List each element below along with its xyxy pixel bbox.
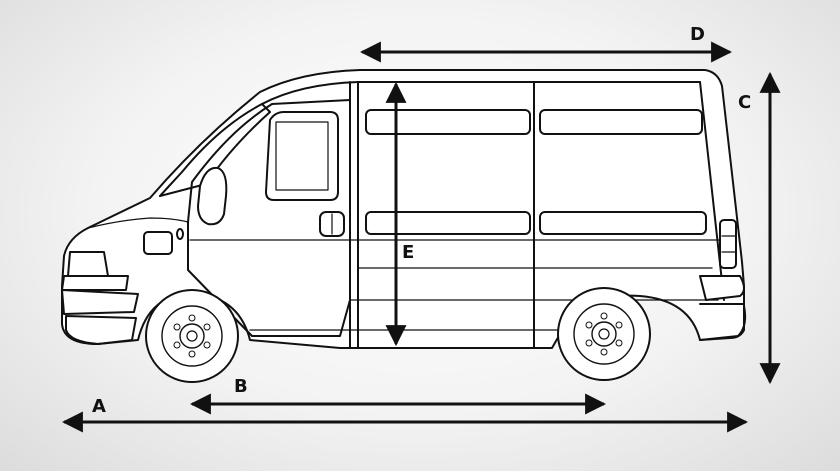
dimension-a-label: A — [92, 396, 106, 417]
cab-door — [188, 100, 350, 336]
middle-panel-strip-2 — [540, 212, 706, 234]
middle-panel-strip-1 — [366, 212, 530, 234]
tail-light — [720, 220, 736, 268]
upper-panel-strip-1 — [366, 110, 530, 134]
dimension-e-label: E — [402, 242, 414, 263]
dimension-lines — [61, 41, 781, 433]
front-wheel — [146, 290, 238, 382]
headlight — [68, 252, 108, 276]
van-illustration — [62, 70, 745, 382]
dimension-d-label: D — [690, 24, 705, 45]
cab-side-window — [266, 112, 338, 200]
side-mirror — [198, 168, 226, 224]
upper-panel-strip-2 — [540, 110, 702, 134]
rear-wheel — [558, 288, 650, 380]
dimension-c-label: C — [738, 92, 751, 113]
dimension-b-label: B — [234, 376, 248, 397]
rear-bumper — [700, 276, 744, 300]
front-bumper — [62, 290, 138, 314]
